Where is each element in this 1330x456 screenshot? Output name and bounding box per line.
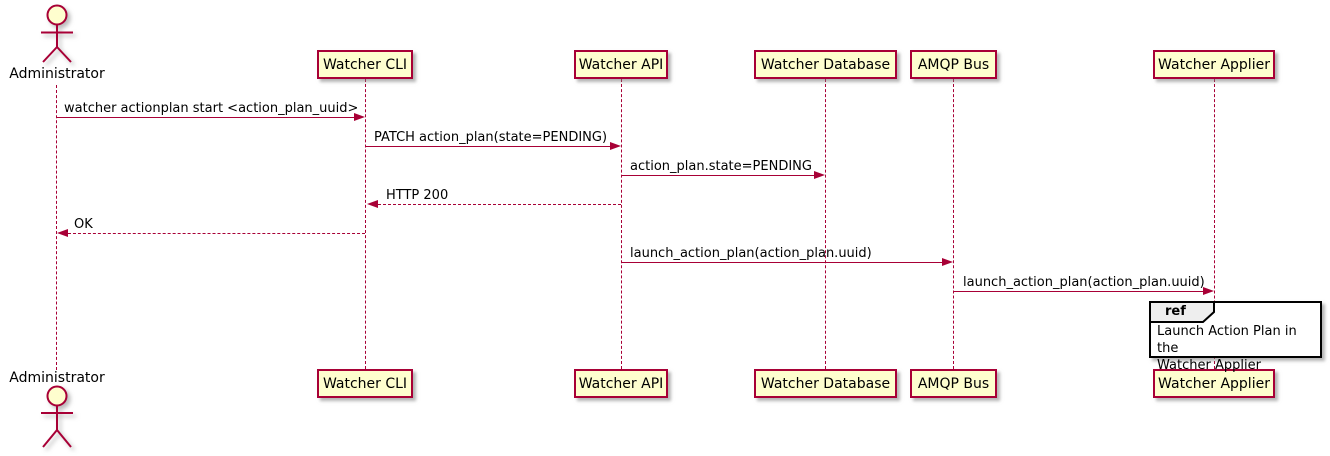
ref-text: Launch Action Plan in the Watcher Applie… bbox=[1157, 324, 1297, 373]
message-label: launch_action_plan(action_plan.uuid) bbox=[630, 246, 872, 261]
participant-label: Watcher API bbox=[578, 375, 664, 392]
participant-watcher-database-bottom: Watcher Database bbox=[754, 369, 897, 398]
message-label: PATCH action_plan(state=PENDING) bbox=[374, 130, 608, 145]
lifeline-watcher-cli bbox=[365, 79, 366, 369]
participant-amqp-bus-bottom: AMQP Bus bbox=[910, 369, 997, 398]
participant-watcher-applier-top: Watcher Applier bbox=[1153, 50, 1275, 79]
message-line bbox=[621, 262, 944, 263]
lifeline-administrator bbox=[56, 85, 57, 370]
message-label: HTTP 200 bbox=[386, 188, 449, 203]
participant-watcher-applier-bottom: Watcher Applier bbox=[1153, 369, 1275, 398]
arrowhead-right-icon bbox=[814, 171, 825, 179]
actor-icon bbox=[41, 4, 73, 63]
participant-watcher-cli-bottom: Watcher CLI bbox=[317, 369, 413, 398]
arrowhead-left-icon bbox=[367, 200, 378, 208]
message-label: OK bbox=[74, 217, 93, 232]
actor-icon bbox=[41, 385, 73, 448]
message-line bbox=[953, 291, 1204, 292]
actor-label-bottom: Administrator bbox=[9, 370, 105, 386]
message-line bbox=[378, 204, 621, 205]
ref-keyword: ref bbox=[1165, 304, 1186, 319]
actor-label-top: Administrator bbox=[9, 66, 105, 82]
message-label: watcher actionplan start <action_plan_uu… bbox=[64, 101, 359, 116]
arrowhead-right-icon bbox=[354, 113, 365, 121]
arrowhead-left-icon bbox=[57, 229, 68, 237]
participant-watcher-api-bottom: Watcher API bbox=[574, 369, 668, 398]
participant-watcher-cli-top: Watcher CLI bbox=[317, 50, 413, 79]
ref-tab-icon bbox=[1149, 301, 1215, 323]
message-line bbox=[57, 117, 356, 118]
ref-fragment: ref Launch Action Plan in the Watcher Ap… bbox=[1149, 301, 1322, 373]
lifeline-amqp-bus bbox=[953, 79, 954, 369]
participant-label: Watcher CLI bbox=[322, 375, 408, 392]
participant-label: Watcher Applier bbox=[1158, 375, 1270, 392]
participant-label: Watcher API bbox=[578, 56, 664, 73]
arrowhead-right-icon bbox=[1203, 287, 1214, 295]
participant-watcher-api-top: Watcher API bbox=[574, 50, 668, 79]
message-line bbox=[621, 175, 816, 176]
participant-watcher-database-top: Watcher Database bbox=[754, 50, 897, 79]
participant-label: Watcher CLI bbox=[322, 56, 408, 73]
participant-label: Watcher Database bbox=[760, 56, 891, 73]
message-label: launch_action_plan(action_plan.uuid) bbox=[963, 275, 1205, 290]
lifeline-watcher-database bbox=[825, 79, 826, 369]
lifeline-watcher-api bbox=[621, 79, 622, 369]
participant-label: Watcher Database bbox=[760, 375, 891, 392]
arrowhead-right-icon bbox=[610, 142, 621, 150]
message-line bbox=[68, 233, 365, 234]
participant-label: Watcher Applier bbox=[1158, 56, 1270, 73]
participant-label: AMQP Bus bbox=[917, 56, 990, 73]
participant-amqp-bus-top: AMQP Bus bbox=[910, 50, 997, 79]
message-line bbox=[365, 146, 612, 147]
lifeline-watcher-applier bbox=[1214, 79, 1215, 369]
participant-label: AMQP Bus bbox=[917, 375, 990, 392]
arrowhead-right-icon bbox=[942, 258, 953, 266]
message-label: action_plan.state=PENDING bbox=[630, 159, 812, 174]
